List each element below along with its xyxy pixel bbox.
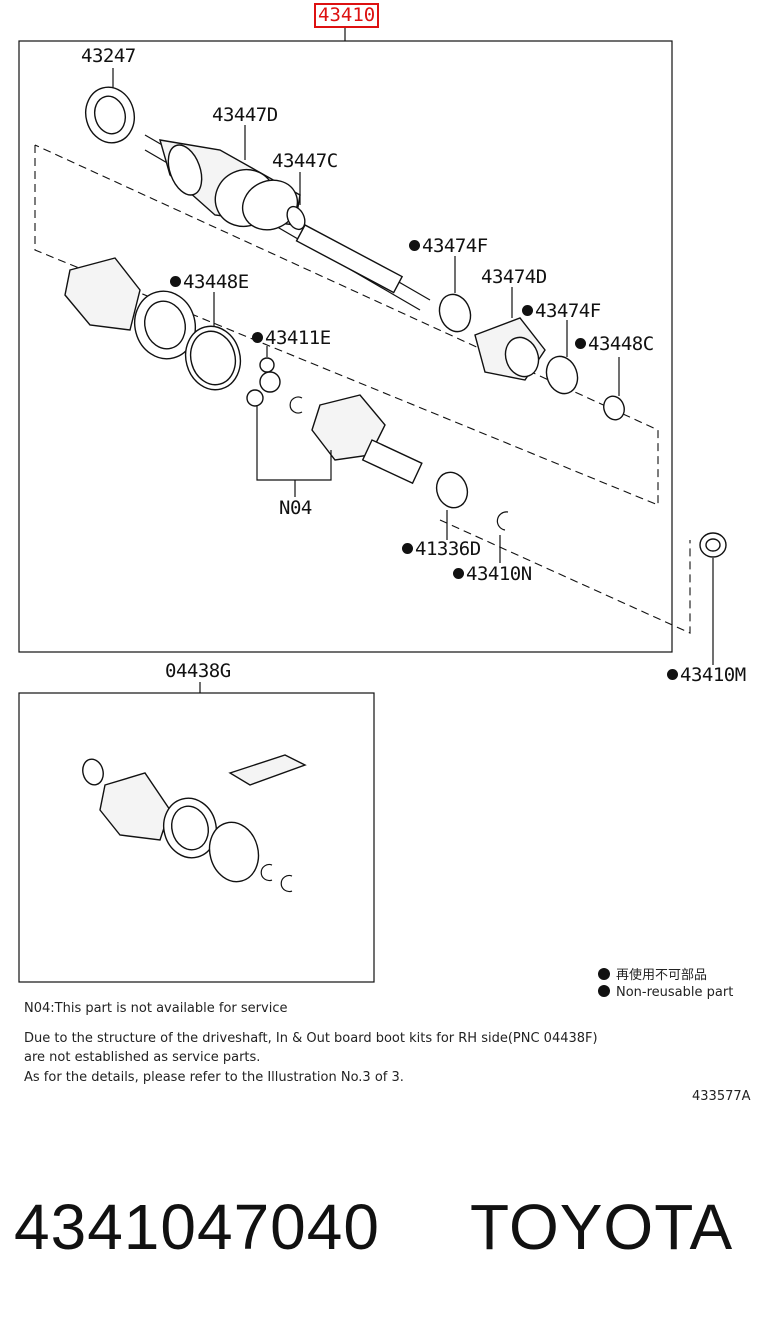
main-part-number[interactable]: 43410 bbox=[314, 3, 380, 28]
note-n04: N04:This part is not available for servi… bbox=[24, 1001, 288, 1016]
nut-43410m bbox=[699, 532, 727, 558]
note-line-2: are not established as service parts. bbox=[24, 1050, 261, 1065]
non-reusable-dot-icon bbox=[598, 985, 610, 997]
inner-joint-housing bbox=[311, 394, 423, 485]
label-43247[interactable]: 43247 bbox=[81, 45, 136, 67]
snap-ring-43410n bbox=[496, 511, 509, 531]
label-41336d[interactable]: 41336D bbox=[402, 540, 481, 559]
kit-illustration bbox=[82, 754, 307, 893]
footer-brand: TOYOTA bbox=[470, 1191, 734, 1263]
tripod-joint bbox=[246, 357, 281, 407]
clamp-43474f-b bbox=[545, 355, 579, 395]
label-43410n[interactable]: 43410N bbox=[453, 565, 532, 584]
legend-english-text: Non-reusable part bbox=[616, 985, 734, 1000]
snap-ring-43411e bbox=[289, 396, 303, 414]
outer-boot bbox=[64, 257, 242, 391]
driveshaft-assembly bbox=[144, 134, 431, 311]
label-43474f-a[interactable]: 43474F bbox=[409, 237, 488, 256]
label-43448c[interactable]: 43448C bbox=[575, 335, 654, 354]
seal-41336d bbox=[435, 471, 469, 509]
label-04438g[interactable]: 04438G bbox=[165, 660, 231, 682]
legend-japanese-text: 再使用不可部品 bbox=[616, 968, 708, 983]
label-43447c[interactable]: 43447C bbox=[272, 150, 338, 172]
label-43410m[interactable]: 43410M bbox=[667, 666, 746, 685]
label-43474d[interactable]: 43474D bbox=[481, 266, 547, 288]
label-43448e[interactable]: 43448E bbox=[170, 273, 249, 292]
clamp-43474f-a bbox=[438, 293, 472, 333]
seal-ring-43247 bbox=[85, 86, 135, 144]
legend-english: Non-reusable part bbox=[598, 985, 733, 1000]
non-reusable-dot-icon bbox=[598, 968, 610, 980]
clamp-43448c bbox=[603, 395, 625, 421]
kit-frame bbox=[18, 692, 375, 983]
label-43411e[interactable]: 43411E bbox=[252, 329, 331, 348]
label-n04[interactable]: N04 bbox=[279, 497, 312, 519]
note-line-3: As for the details, please refer to the … bbox=[24, 1070, 404, 1085]
illustration-code: 433577A bbox=[692, 1089, 751, 1104]
boot-43474d bbox=[474, 317, 546, 381]
note-line-1: Due to the structure of the driveshaft, … bbox=[24, 1031, 598, 1046]
footer-part-number: 4341047040 bbox=[14, 1191, 380, 1263]
label-43447d[interactable]: 43447D bbox=[212, 104, 278, 126]
legend-japanese: 再使用不可部品 bbox=[598, 964, 707, 983]
label-43474f-b[interactable]: 43474F bbox=[522, 302, 601, 321]
